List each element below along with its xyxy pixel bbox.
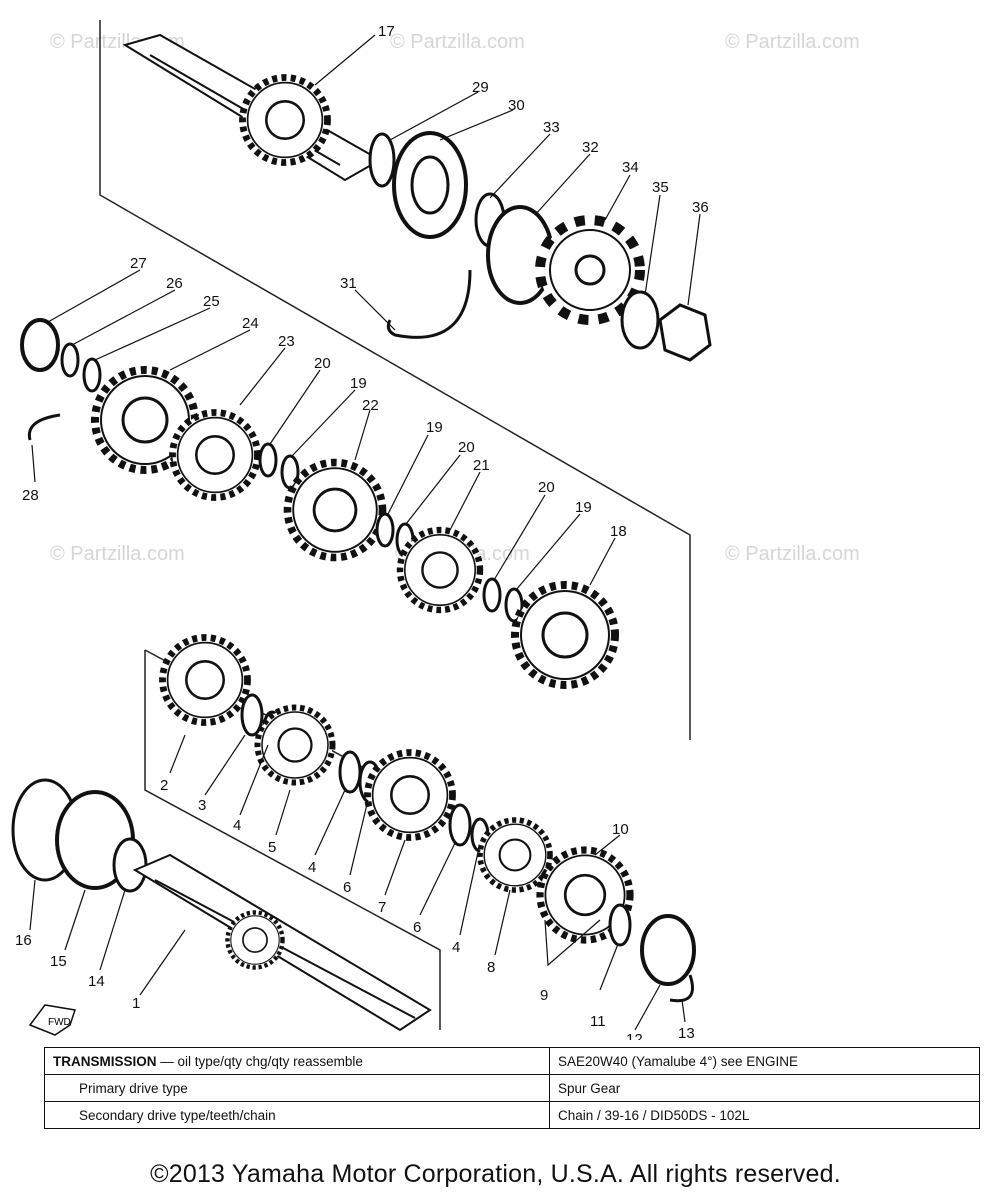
- gear-17: [243, 78, 328, 163]
- part-4: 4: [233, 817, 241, 834]
- circlip-29: [368, 132, 396, 188]
- part-30: 30: [508, 97, 525, 114]
- watermark: © Partzilla.com: [725, 543, 860, 565]
- part-1: 1: [132, 995, 140, 1012]
- part-32: 32: [582, 139, 599, 156]
- part-19b: 19: [426, 419, 443, 436]
- part-22: 22: [362, 397, 379, 414]
- circlip-20c: [482, 577, 502, 613]
- circlip-26: [60, 342, 80, 378]
- part-18: 18: [610, 523, 627, 540]
- part-11: 11: [590, 1013, 606, 1030]
- watermark: © Partzilla.com: [50, 543, 185, 565]
- part-34: 34: [622, 159, 639, 176]
- part-24: 24: [242, 315, 259, 332]
- part-2: 2: [160, 777, 168, 794]
- lock-washer-35: [620, 290, 660, 350]
- part-16: 16: [15, 932, 32, 949]
- axle-gear-1: [228, 913, 283, 968]
- watermark: © Partzilla.com: [390, 31, 525, 53]
- part-36: 36: [692, 199, 709, 216]
- leader-lines: [29, 34, 701, 1031]
- gear-7: [368, 753, 453, 838]
- table-row: TRANSMISSION — oil type/qty chg/qty reas…: [44, 1047, 980, 1075]
- part-28: 28: [22, 487, 39, 504]
- nut-36: [658, 303, 712, 362]
- part-3: 3: [198, 797, 206, 814]
- washer-11: [608, 903, 632, 947]
- spec-label: Primary drive type: [44, 1074, 550, 1102]
- spec-label: TRANSMISSION — oil type/qty chg/qty reas…: [44, 1047, 550, 1075]
- part-14: 14: [88, 973, 105, 990]
- shim-14: [112, 837, 148, 893]
- part-33: 33: [543, 119, 560, 136]
- part-13: 13: [678, 1025, 695, 1040]
- part-20c: 20: [538, 479, 555, 496]
- part-5: 5: [268, 839, 276, 856]
- washer-19: [280, 454, 300, 490]
- spec-value: SAE20W40 (Yamalube 4°) see ENGINE: [549, 1047, 980, 1075]
- part-23: 23: [278, 333, 295, 350]
- part-25: 25: [203, 293, 220, 310]
- part-12: 12: [626, 1031, 643, 1040]
- part-19c: 19: [575, 499, 592, 516]
- part-9: 9: [540, 987, 548, 1004]
- exploded-parts-diagram: © Partzilla.com © Partzilla.com © Partzi…: [11, 20, 860, 1040]
- sprocket-34: [535, 215, 645, 325]
- part-35: 35: [652, 179, 669, 196]
- circlip-31: [386, 269, 472, 339]
- circlip-28: [27, 413, 61, 441]
- part-4c: 4: [452, 939, 460, 956]
- washer-6b: [448, 803, 472, 847]
- washer-19b: [375, 512, 395, 548]
- circlip-20: [258, 442, 278, 478]
- part-8: 8: [487, 959, 495, 976]
- part-6: 6: [343, 879, 351, 896]
- washer-3: [240, 693, 264, 737]
- part-20b: 20: [458, 439, 475, 456]
- part-26: 26: [166, 275, 183, 292]
- part-10: 10: [612, 821, 629, 838]
- part-15: 15: [50, 953, 67, 970]
- fwd-label: FWD: [48, 1017, 71, 1028]
- table-row: Primary drive type Spur Gear: [44, 1074, 980, 1102]
- fwd-arrow-icon: FWD: [28, 1004, 76, 1036]
- gear-21: [400, 530, 480, 610]
- part-31: 31: [340, 275, 357, 292]
- gear-2: [163, 638, 248, 723]
- part-4b: 4: [308, 859, 316, 876]
- spec-label: Secondary drive type/teeth/chain: [44, 1101, 550, 1129]
- spec-table: TRANSMISSION — oil type/qty chg/qty reas…: [44, 1047, 980, 1129]
- part-17: 17: [378, 23, 395, 40]
- spec-value: Chain / 39-16 / DID50DS - 102L: [549, 1101, 980, 1129]
- gear-8: [480, 820, 550, 890]
- gear-18: [515, 585, 615, 685]
- gear-22: [288, 463, 383, 558]
- bearing-30: [392, 131, 468, 239]
- bearing-27: [20, 318, 60, 372]
- part-20: 20: [314, 355, 331, 372]
- table-row: Secondary drive type/teeth/chain Chain /…: [44, 1101, 980, 1129]
- washer-25: [82, 357, 102, 393]
- part-7: 7: [378, 899, 386, 916]
- gear-23: [173, 413, 258, 498]
- part-29: 29: [472, 79, 489, 96]
- part-6b: 6: [413, 919, 421, 936]
- part-21: 21: [473, 457, 490, 474]
- copyright-notice: ©2013 Yamaha Motor Corporation, U.S.A. A…: [150, 1160, 841, 1188]
- gear-5: [258, 708, 333, 783]
- circlip-4b: [338, 750, 362, 794]
- watermark: © Partzilla.com: [725, 31, 860, 53]
- bearing-12: [640, 914, 696, 986]
- circlip-13: [669, 974, 694, 1003]
- part-19: 19: [350, 375, 367, 392]
- spec-value: Spur Gear: [549, 1074, 980, 1102]
- part-27: 27: [130, 255, 147, 272]
